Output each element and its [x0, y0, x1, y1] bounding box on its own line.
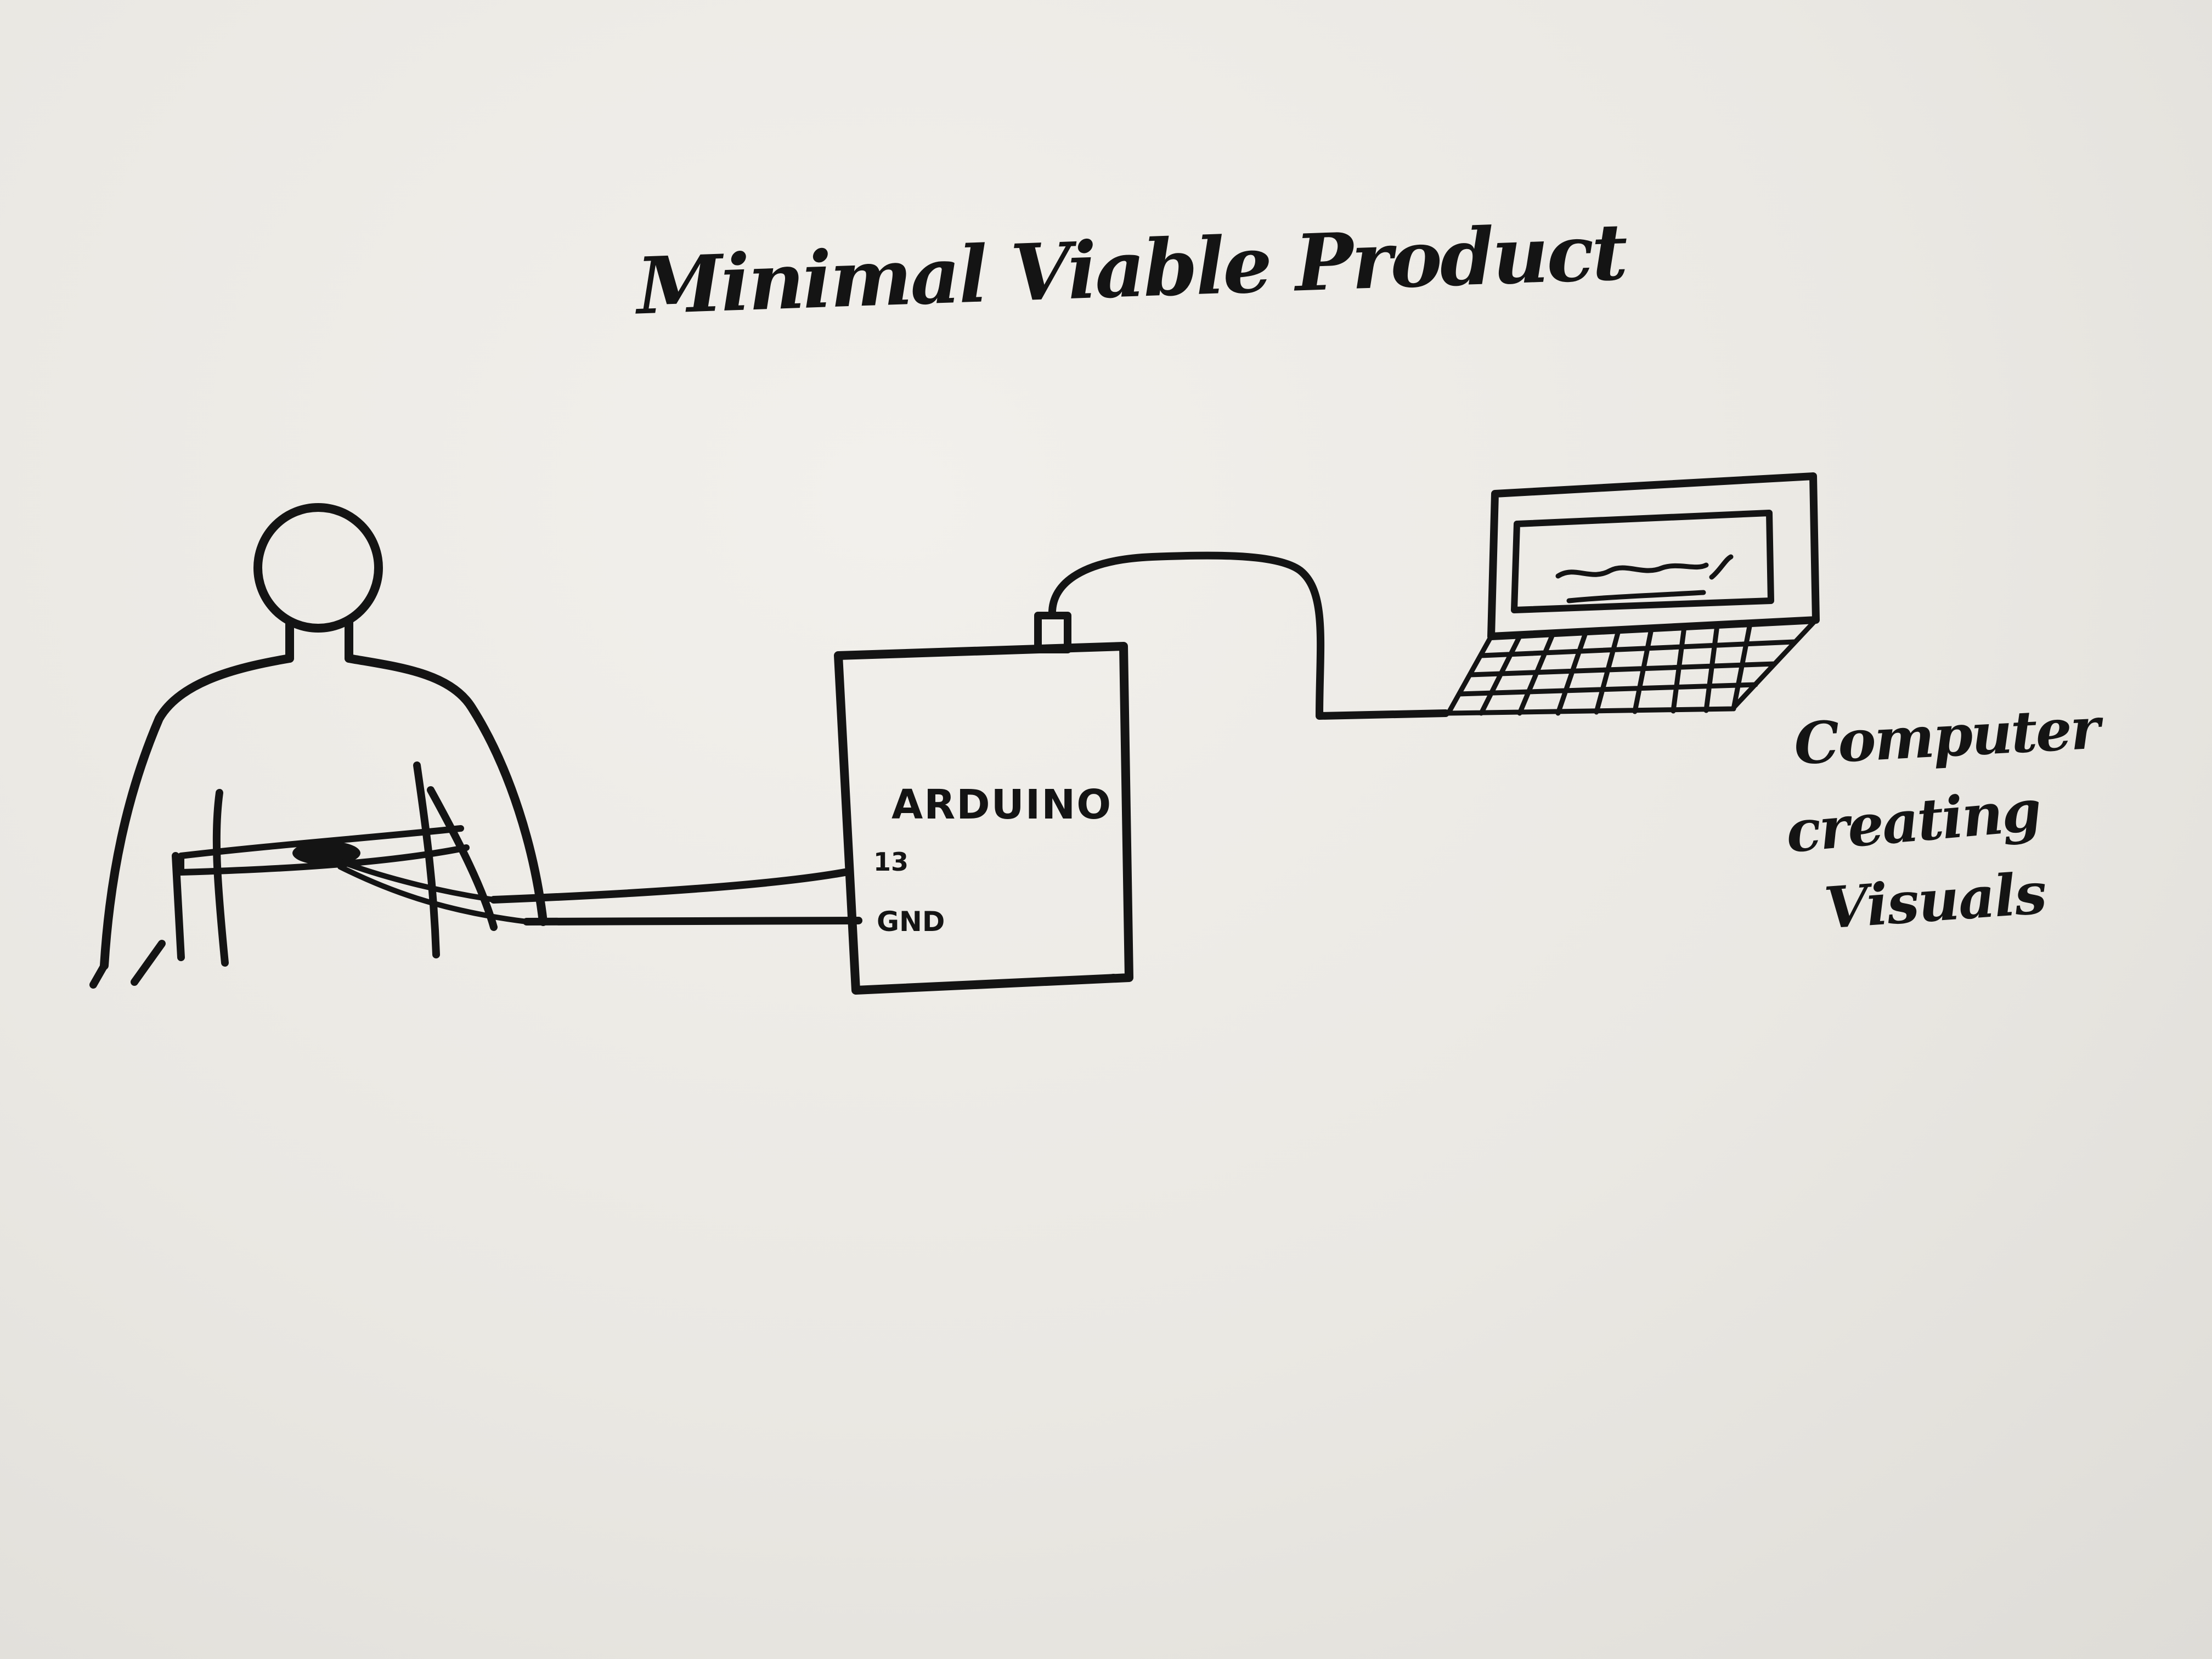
arduino-pin-gnd-label: GND [877, 906, 945, 938]
person-neck [285, 618, 353, 663]
heart-sensor [292, 841, 360, 865]
laptop-computer [1446, 472, 1820, 716]
person-torso [100, 654, 548, 970]
arduino-corner-mark [1089, 974, 1116, 982]
person-head [253, 503, 383, 633]
computer-note-line-1: Computer [1792, 694, 2101, 778]
arduino-board [834, 642, 1133, 995]
chair-frame [172, 761, 498, 967]
wire-to-pin-gnd [523, 917, 862, 926]
sensor-lead-1 [337, 859, 496, 902]
sensor-lead-2 [337, 864, 529, 924]
person-lower-left [89, 940, 166, 989]
person-figure [89, 503, 548, 989]
usb-cable [1048, 551, 1449, 720]
screen-visual-waves [1555, 554, 1734, 603]
laptop-screen [1511, 510, 1774, 613]
laptop-keyboard [1446, 617, 1819, 716]
arduino-label: ARDUINO [891, 781, 1113, 828]
wire-to-pin-13 [490, 868, 849, 904]
computer-note-line-3: Visuals [1822, 859, 2048, 942]
arduino-pin-13-label: 13 [873, 847, 909, 877]
